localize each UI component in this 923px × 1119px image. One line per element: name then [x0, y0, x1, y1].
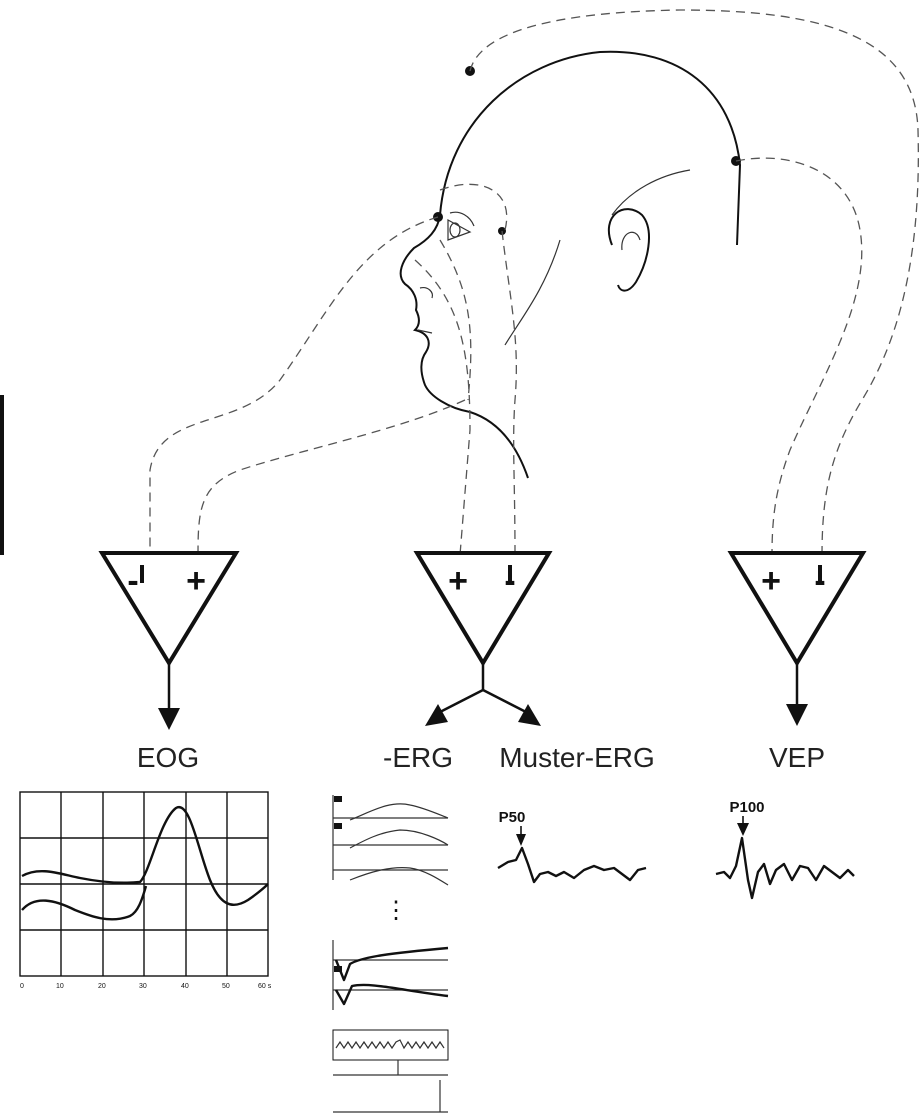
- arrowhead-flash-erg: [425, 704, 448, 726]
- label-eog: EOG: [137, 742, 199, 773]
- eog-recording: 0 10 20 30 40 50 60 s: [20, 792, 272, 990]
- eog-input-plus: +: [186, 562, 206, 600]
- label-p50: P50: [499, 809, 526, 826]
- electrodes: [433, 66, 741, 235]
- erg-ellipsis: ⋮: [384, 897, 408, 924]
- svg-text:10: 10: [56, 983, 64, 990]
- label-flash-erg: -ERG: [383, 742, 453, 773]
- label-pattern-erg: Muster-ERG: [499, 742, 655, 773]
- erg-input-plus: +: [448, 562, 468, 600]
- amplifier-erg: + -: [417, 553, 549, 663]
- amplifier-eog: - +: [102, 553, 236, 663]
- svg-text:40: 40: [181, 983, 189, 990]
- left-edge-bar: [0, 395, 4, 555]
- lead-wires: [150, 10, 918, 555]
- label-vep: VEP: [769, 742, 825, 773]
- pattern-erg-waveform: P50: [498, 809, 646, 882]
- svg-text:30: 30: [139, 983, 147, 990]
- svg-text:20: 20: [98, 983, 106, 990]
- label-p100: P100: [729, 799, 764, 816]
- svg-text:60 s: 60 s: [258, 983, 272, 990]
- flash-erg-recordings: ⋮: [333, 795, 448, 1112]
- svg-text:0: 0: [20, 983, 24, 990]
- eog-input-minus: -: [127, 562, 138, 600]
- erg-panel-3: [333, 1030, 448, 1112]
- amplifier-vep: + -: [731, 553, 863, 663]
- svg-text:50: 50: [222, 983, 230, 990]
- output-arrows: [158, 663, 808, 730]
- arrowhead-eog: [158, 708, 180, 730]
- arrowhead-pattern-erg: [518, 704, 541, 726]
- vep-input-plus: +: [761, 562, 781, 600]
- erg-panel-1: [333, 795, 448, 885]
- head-profile: [401, 52, 740, 478]
- arrowhead-vep: [786, 704, 808, 726]
- erg-panel-2: [333, 940, 448, 1010]
- vep-waveform: P100: [716, 799, 854, 898]
